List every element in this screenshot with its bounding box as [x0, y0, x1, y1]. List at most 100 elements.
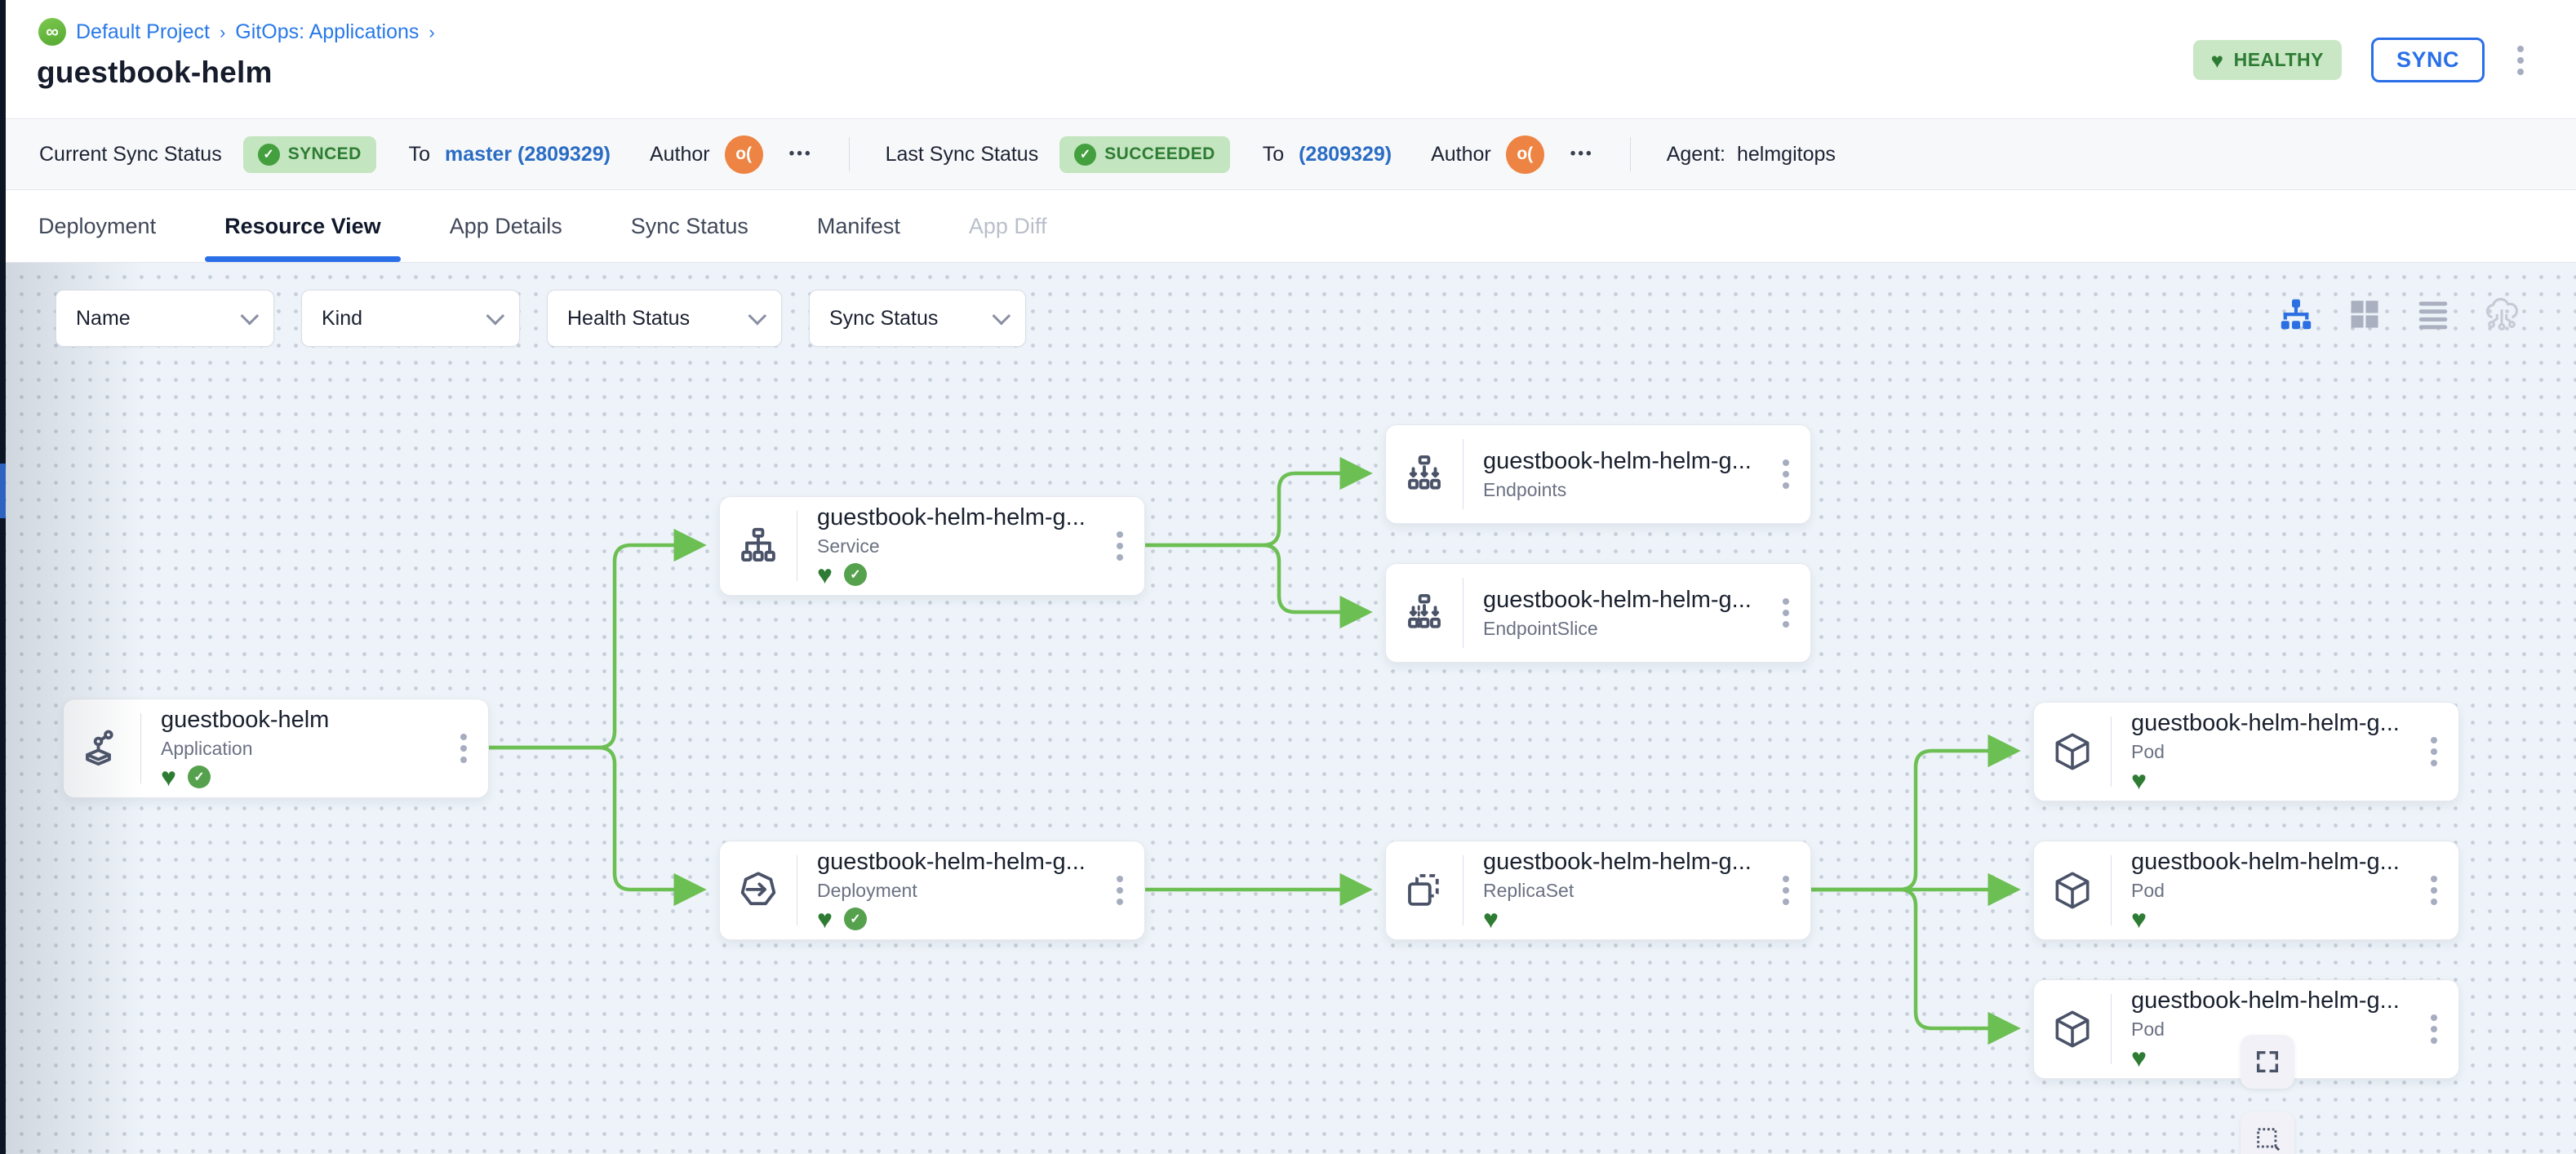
selection-tool-button[interactable] — [2241, 1112, 2294, 1154]
page-title: guestbook-helm — [37, 55, 273, 89]
check-circle-icon: ✓ — [1074, 143, 1097, 166]
last-sync-status-label: Last Sync Status — [885, 142, 1039, 166]
replicaset-icon — [1386, 868, 1463, 912]
tab-bar: Deployment Resource View App Details Syn… — [6, 190, 2576, 263]
cloud-view-icon[interactable] — [2483, 295, 2520, 333]
tab-deployment[interactable]: Deployment — [38, 213, 157, 238]
resource-name: guestbook-helm-helm-g... — [2131, 988, 2400, 1014]
list-view-icon[interactable] — [2414, 295, 2452, 333]
current-revision-link[interactable]: master (2809329) — [445, 142, 611, 166]
node-menu-button[interactable] — [1112, 526, 1128, 566]
author-label: Author — [1431, 142, 1491, 166]
divider — [2111, 855, 2112, 925]
node-menu-button[interactable] — [1778, 455, 1794, 494]
node-menu-button[interactable] — [1112, 871, 1128, 910]
tab-app-details[interactable]: App Details — [449, 213, 562, 238]
resource-name: guestbook-helm-helm-g... — [2131, 710, 2400, 736]
resource-kind: ReplicaSet — [1483, 880, 1574, 901]
grid-view-icon[interactable] — [2346, 295, 2383, 333]
gitops-logo-icon: ∞ — [38, 18, 66, 46]
header-kebab-menu-icon[interactable] — [2514, 42, 2527, 78]
resource-node-pod[interactable]: guestbook-helm-helm-g... Pod ♥ — [2033, 702, 2459, 801]
node-menu-button[interactable] — [1778, 871, 1794, 910]
to-label: To — [1262, 142, 1285, 166]
tab-sync-status[interactable]: Sync Status — [630, 213, 748, 238]
divider — [2111, 994, 2112, 1064]
check-circle-icon: ✓ — [257, 143, 280, 166]
divider — [848, 137, 850, 171]
filter-sync-status-dropdown[interactable]: Sync Status — [809, 290, 1026, 347]
pod-icon — [2034, 1007, 2111, 1051]
resource-name: guestbook-helm-helm-g... — [1483, 586, 1752, 613]
resource-node-replicaset[interactable]: guestbook-helm-helm-g... ReplicaSet ♥ — [1385, 841, 1811, 940]
breadcrumb-applications-link[interactable]: GitOps: Applications — [235, 20, 420, 43]
healthy-heart-icon: ♥ — [2131, 904, 2147, 934]
node-menu-button[interactable] — [455, 729, 472, 768]
chevron-down-icon — [992, 306, 1011, 326]
resource-kind: Deployment — [817, 880, 917, 901]
last-revision-link[interactable]: (2809329) — [1299, 142, 1392, 166]
divider — [140, 713, 141, 783]
fit-to-screen-button[interactable] — [2241, 1035, 2294, 1089]
filter-kind-dropdown[interactable]: Kind — [301, 290, 520, 347]
resource-node-service[interactable]: guestbook-helm-helm-g... Service ♥ ✓ — [719, 496, 1145, 596]
author-avatar[interactable]: o( — [724, 135, 763, 174]
author-avatar[interactable]: o( — [1505, 135, 1544, 174]
resource-kind: Service — [817, 535, 880, 557]
endpointslice-icon — [1386, 591, 1463, 635]
tab-resource-view[interactable]: Resource View — [205, 190, 401, 262]
collapsed-sidebar-rail — [0, 0, 6, 1154]
chevron-down-icon — [240, 306, 260, 326]
resource-kind: Pod — [2131, 880, 2165, 901]
synced-check-icon: ✓ — [844, 563, 867, 586]
filter-name-dropdown[interactable]: Name — [56, 290, 274, 347]
heart-icon: ♥ — [2210, 47, 2224, 73]
commit-more-icon[interactable]: ••• — [1570, 145, 1594, 162]
healthy-heart-icon: ♥ — [2131, 1043, 2147, 1072]
node-menu-button[interactable] — [2426, 732, 2442, 771]
resource-node-application[interactable]: guestbook-helm Application ♥ ✓ — [63, 699, 489, 798]
filter-health-status-dropdown[interactable]: Health Status — [547, 290, 782, 347]
healthy-heart-icon: ♥ — [1483, 904, 1499, 934]
synced-check-icon: ✓ — [188, 766, 211, 788]
breadcrumb-project-link[interactable]: Default Project — [76, 20, 210, 43]
resource-kind: Pod — [2131, 1019, 2165, 1040]
commit-more-icon[interactable]: ••• — [788, 145, 813, 162]
breadcrumb: ∞ Default Project › GitOps: Applications… — [38, 18, 435, 46]
resource-name: guestbook-helm-helm-g... — [1483, 849, 1752, 875]
node-menu-button[interactable] — [1778, 593, 1794, 632]
resource-kind: Endpoints — [1483, 478, 1567, 500]
chevron-down-icon — [486, 306, 505, 326]
healthy-heart-icon: ♥ — [161, 762, 176, 792]
app-header: ∞ Default Project › GitOps: Applications… — [6, 0, 2576, 118]
tab-manifest[interactable]: Manifest — [816, 213, 900, 238]
agent-value: helmgitops — [1737, 142, 1836, 166]
breadcrumb-separator-icon: › — [429, 22, 435, 42]
pod-icon — [2034, 730, 2111, 774]
healthy-heart-icon: ♥ — [2131, 766, 2147, 795]
chevron-down-icon — [748, 306, 767, 326]
endpoints-icon — [1386, 452, 1463, 496]
resource-name: guestbook-helm-helm-g... — [1483, 447, 1752, 474]
application-icon — [64, 726, 140, 770]
resource-node-endpoints[interactable]: guestbook-helm-helm-g... Endpoints — [1385, 424, 1811, 524]
resource-node-endpointslice[interactable]: guestbook-helm-helm-g... EndpointSlice — [1385, 563, 1811, 663]
resource-kind: Pod — [2131, 741, 2165, 762]
tree-view-icon[interactable] — [2277, 295, 2315, 333]
node-menu-button[interactable] — [2426, 1010, 2442, 1049]
to-label: To — [408, 142, 431, 166]
succeeded-badge: ✓ SUCCEEDED — [1059, 135, 1230, 173]
healthy-heart-icon: ♥ — [817, 904, 833, 934]
sync-button[interactable]: SYNC — [2370, 38, 2485, 82]
resource-graph-canvas[interactable]: Name Kind Health Status Sync Status — [6, 263, 2576, 1154]
resource-name: guestbook-helm-helm-g... — [817, 504, 1086, 530]
node-menu-button[interactable] — [2426, 871, 2442, 910]
agent-label: Agent: — [1666, 142, 1725, 166]
author-label: Author — [649, 142, 710, 166]
resource-node-deployment[interactable]: guestbook-helm-helm-g... Deployment ♥ ✓ — [719, 841, 1145, 940]
resource-node-pod[interactable]: guestbook-helm-helm-g... Pod ♥ — [2033, 841, 2459, 940]
sidebar-scroll-indicator — [0, 464, 6, 518]
synced-badge: ✓ SYNCED — [242, 135, 376, 173]
resource-kind: EndpointSlice — [1483, 617, 1598, 639]
resource-name: guestbook-helm — [161, 707, 330, 733]
